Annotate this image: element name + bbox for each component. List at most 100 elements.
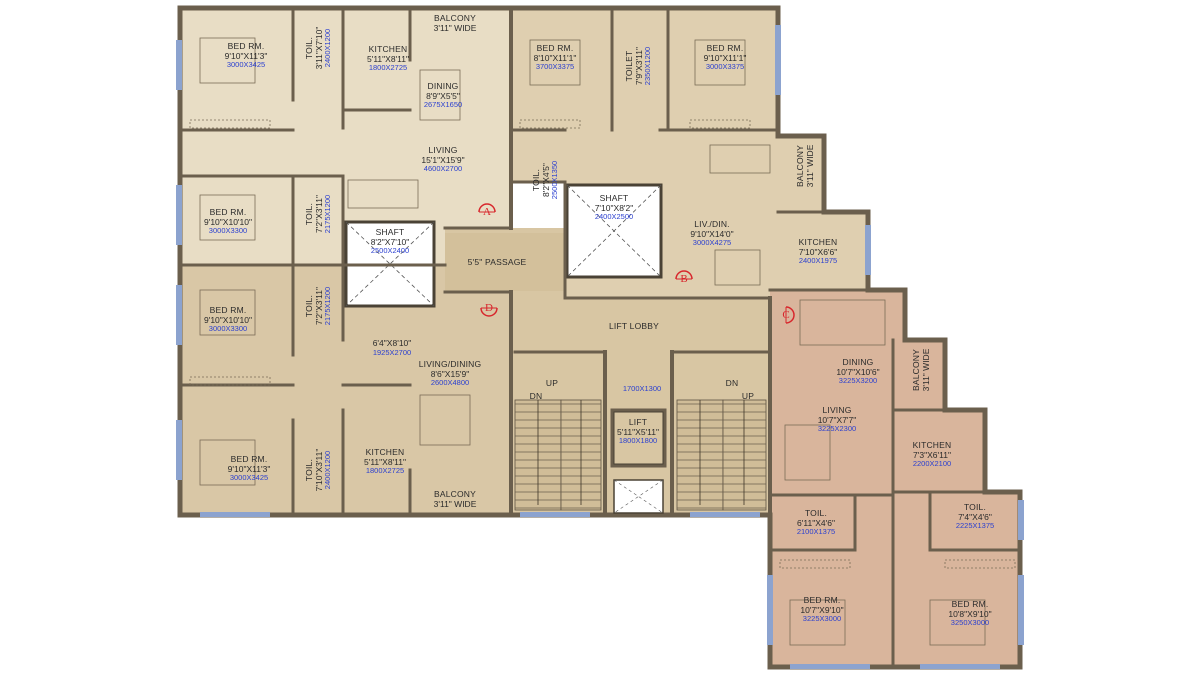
room-label-c-bed2: BED RM. 10'8"X9'10" 3250X3000 [948,600,991,627]
walls [177,5,1023,670]
room-name: TOIL. [303,294,314,318]
room-mm: 1700X1300 [622,384,662,393]
room-label-a-living: LIVING 15'1"X15'9" 4600X2700 [421,146,464,173]
flat-c-area [770,290,1020,667]
room-mm: 2400X2500 [594,212,634,221]
room-label-b-toil: TOIL. 8'2"X4'5" 2500X1350 [530,161,559,199]
room-dim: 15'1"X15'9" [421,154,465,165]
room-dim: 8'2"X7'10" [370,236,410,247]
room-dim: 7'9"X3'11" [633,47,644,85]
flat-d-badge: D [479,298,499,318]
room-mm: 3000X3375 [705,62,745,71]
room-mm: 3000X4275 [692,238,732,247]
room-name: DINING [427,81,459,91]
room-label-a-bed1: BED RM. 9'10"X11'3" 3000X3425 [225,42,268,69]
room-label-d-store: 6'4"X8'10" 1925X2700 [373,338,412,356]
room-name: TOIL. [963,502,987,512]
stair-left-dn-label: DN [529,391,543,401]
staircase-left [514,399,602,511]
room-dim: 3'11" WIDE [920,348,931,392]
room-mm: 3700X3375 [535,62,575,71]
room-label-b-toilet: TOILET 7'9"X3'11" 2350X1200 [624,46,652,86]
room-label-shaft2: SHAFT 7'10"X8'2" 2400X2500 [595,194,634,221]
room-dim: 5'11"X8'11" [366,53,410,64]
room-label-c-toil1: TOIL. 6'11"X4'6" 2100X1375 [797,509,835,536]
room-dim: 3'11"X7'10" [313,26,324,70]
room-name: KITCHEN [798,237,838,247]
room-name: BED RM. [803,595,841,605]
room-dim: 9'10"X14'0" [690,228,734,239]
room-label-passage: 5'5" PASSAGE [468,258,527,267]
room-dim: 8'6"X15'9" [430,368,470,379]
stair-left-up-label: UP [545,378,559,388]
room-label-c-balcony: BALCONY 3'11" WIDE [911,348,931,392]
room-dim: 7'4"X4'6" [958,511,992,522]
room-label-c-living: LIVING 10'7"X7'7" 3225X2300 [818,406,857,433]
room-dim: 6'11"X4'6" [797,517,835,528]
room-label-c-bed1: BED RM. 10'7"X9'10" 3225X3000 [800,596,843,623]
room-name: TOIL. [530,168,541,192]
room-label-d-livdin: LIVING/DINING 8'6"X15'9" 2600X4800 [419,360,482,387]
stair-right-dn-label: DN [725,378,739,388]
room-label-b-bed1: BED RM. 8'10"X11'1" 3700X3375 [534,44,577,71]
room-dim: 7'2"X3'11" [313,287,324,325]
room-label-lift-lobby: LIFT LOBBY [609,322,659,331]
room-name: BED RM. [230,454,268,464]
flat-a-badge: A [477,202,497,222]
room-label-c-toil2: TOIL. 7'4"X4'6" 2225X1375 [956,503,994,530]
room-dim: 10'7"X7'7" [817,414,857,425]
room-dim: 7'2"X3'11" [313,195,324,233]
room-name: 5'5" PASSAGE [467,257,527,267]
room-dim: 7'10"X8'2" [594,202,634,213]
room-dim: 9'10"X10'10" [203,314,253,325]
flat-a-area [180,8,511,265]
room-label-b-balcony: BALCONY 3'11" WIDE [795,144,815,188]
room-dim: 9'10"X11'1" [703,52,747,63]
room-name: LIVING [428,145,458,155]
room-name: BALCONY [795,144,805,188]
room-label-d-bed2: BED RM. 9'10"X11'3" 3000X3425 [228,455,271,482]
lift-duct [613,479,664,514]
windows [176,25,1024,669]
room-mm: 2600X4800 [430,378,470,387]
room-mm: 1925X2700 [372,347,412,357]
room-mm: 1800X2725 [368,63,408,72]
room-label-shaft1: SHAFT 8'2"X7'10" 2500X2400 [371,228,410,255]
room-name: TOIL. [303,202,314,226]
room-label-b-livdin: LIV./DIN. 9'10"X14'0" 3000X4275 [690,220,733,247]
flat-c-badge: C [776,305,796,325]
room-dim: 7'3"X6'11" [913,449,951,460]
room-mm: 2200X2100 [912,459,952,468]
room-name: TOIL. [303,458,314,482]
room-mm: 2175X1200 [322,194,332,234]
room-mm: 2350X1200 [642,46,652,86]
room-label-d-toil1: TOIL. 7'2"X3'11" 2175X1200 [303,287,332,325]
room-mm: 3000X3300 [208,226,248,235]
room-mm: 2675X1650 [423,100,463,109]
stair-right-up-label: UP [741,391,755,401]
room-label-a-bed2: BED RM. 9'10"X10'10" 3000X3300 [204,208,252,235]
room-name: LIFT LOBBY [608,321,660,331]
room-name: TOIL. [303,36,314,60]
room-mm: 1800X1800 [618,436,658,445]
flat-d-area [180,265,511,515]
room-dim: 3'11" WIDE [433,22,477,33]
room-mm: 2400X1975 [798,256,838,265]
room-mm: 2100X1375 [796,527,836,536]
room-dim: 8'2"X4'5" [540,163,551,197]
room-mm: 2400X1200 [322,450,332,490]
room-dim: 10'7"X9'10" [800,604,844,615]
room-dim: 9'10"X10'10" [203,216,253,227]
room-mm: 3225X2300 [817,424,857,433]
room-name: BED RM. [951,599,989,609]
room-mm: 1800X2725 [365,466,405,475]
room-label-c-dining: DINING 10'7"X10'6" 3225X3200 [836,358,879,385]
room-name: BALCONY [433,13,477,23]
room-name: KITCHEN [912,440,952,450]
room-name: BED RM. [536,43,574,53]
room-mm: 2400X1200 [322,28,332,68]
room-dim: 3'11" WIDE [433,498,477,509]
room-dim: 5'11"X5'11" [616,426,660,437]
room-mm: 3225X3200 [838,376,878,385]
